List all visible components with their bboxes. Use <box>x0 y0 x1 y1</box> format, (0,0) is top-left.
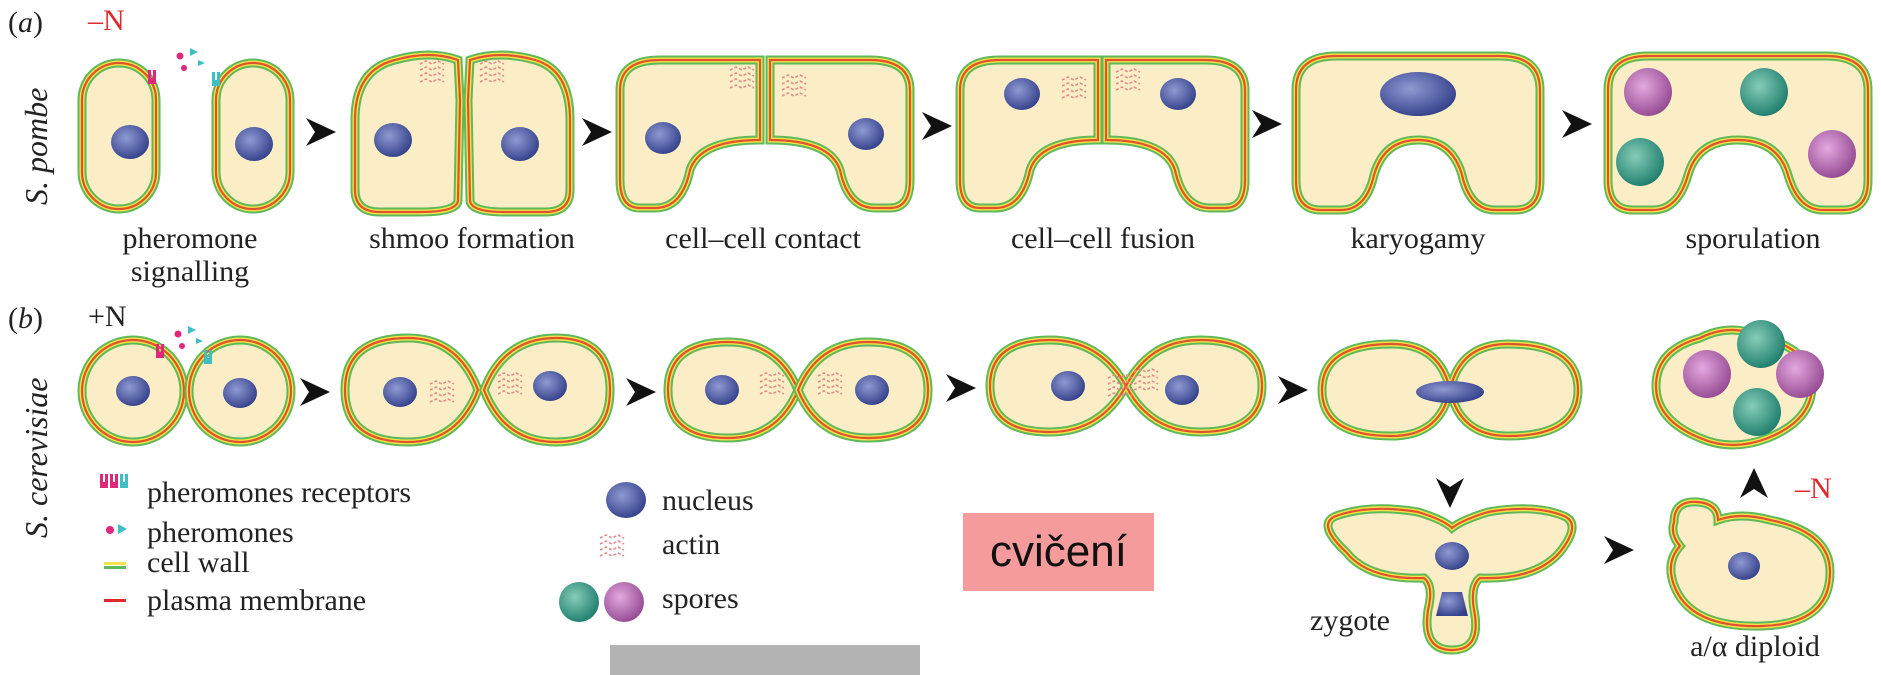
nucleus-icon <box>116 376 150 406</box>
nucleus-icon <box>374 123 412 157</box>
nucleus-icon <box>848 118 884 150</box>
pheromone-receptor-icon <box>100 474 108 488</box>
stage-label-cell-cell-fusion: cell–cell fusion <box>1011 222 1195 255</box>
nucleus-icon <box>383 377 417 407</box>
exercise-stamp: cvičení <box>963 513 1154 591</box>
arrow-icon <box>1278 376 1308 404</box>
actin-filament <box>600 553 624 556</box>
arrow-icon <box>300 378 330 406</box>
pheromones-icon <box>177 53 184 60</box>
pheromones-icon <box>179 343 185 349</box>
arrow-icon <box>306 118 336 146</box>
nucleus-icon <box>1160 78 1196 110</box>
stage-label-pheromone-signalling: pheromone signalling <box>90 222 290 288</box>
panel-b-species: S. cerevisiae <box>18 377 55 538</box>
nucleus-icon <box>235 127 273 161</box>
spore-pink-icon <box>1776 350 1824 398</box>
arrow-icon <box>922 112 952 140</box>
spore-pink-icon <box>1624 68 1672 116</box>
panel-b-close: ) <box>33 302 43 335</box>
pheromones-icon <box>181 65 187 71</box>
grey-overlay-bar <box>610 645 920 675</box>
panel-a-open: ( <box>8 6 18 39</box>
nucleus-icon <box>1380 72 1456 116</box>
spore-teal-icon <box>1740 68 1788 116</box>
plasma-membrane-icon <box>104 599 126 602</box>
legend-label-pheromones: pheromones <box>147 516 294 550</box>
legend-label-receptors: pheromones receptors <box>147 476 411 510</box>
nucleus-icon <box>1435 542 1469 570</box>
arrow-icon <box>626 378 656 406</box>
legend-label-actin: actin <box>662 528 720 562</box>
actin-filament <box>600 541 624 544</box>
arrow-icon <box>582 118 612 146</box>
spore-teal-icon <box>1737 320 1785 368</box>
spore-pink-icon <box>604 582 644 622</box>
nucleus-icon <box>111 125 149 159</box>
nucleus-icon <box>533 371 567 401</box>
panel-b-minus-n: –N <box>1795 472 1832 506</box>
actin-filament <box>600 547 624 550</box>
panel-a-tag: (a) <box>8 6 43 40</box>
cell-wall-icon <box>104 566 126 569</box>
nucleus-icon <box>1728 552 1760 580</box>
nucleus-icon <box>1051 371 1085 401</box>
legend-label-cell-wall: cell wall <box>147 546 249 580</box>
nucleus-icon <box>855 375 889 405</box>
zygote-label: zygote <box>1310 604 1390 637</box>
panel-a-species: S. pombe <box>18 88 55 205</box>
nucleus-icon <box>645 122 681 154</box>
panel-b-condition: +N <box>88 300 127 334</box>
panel-a-close: ) <box>33 6 43 39</box>
diploid-label: a/α diploid <box>1690 630 1820 663</box>
panel-a-letter: a <box>18 6 33 39</box>
pheromone-receptor-icon <box>212 72 220 86</box>
panel-b-letter: b <box>18 302 33 335</box>
arrow-up-icon <box>1740 468 1768 498</box>
arrow-icon <box>1252 110 1282 138</box>
nucleus-icon <box>1004 78 1040 110</box>
actin-filament <box>600 535 624 538</box>
pheromones-icon <box>188 326 196 334</box>
legend-label-plasma-membrane: plasma membrane <box>147 584 366 618</box>
spore-teal-icon <box>1616 138 1664 186</box>
arrow-down-icon <box>1436 478 1464 508</box>
pheromones-icon <box>190 48 198 56</box>
nucleus-icon <box>705 375 739 405</box>
nucleus-icon <box>501 127 539 161</box>
nucleus-icon <box>1416 381 1484 403</box>
stage-label-sporulation: sporulation <box>1686 222 1821 255</box>
cell-wall-icon <box>104 562 126 565</box>
panel-b-open: ( <box>8 302 18 335</box>
pheromones-icon <box>118 524 127 534</box>
nucleus-icon <box>1165 375 1199 405</box>
spore-teal-icon <box>559 582 599 622</box>
spore-pink-icon <box>1683 350 1731 398</box>
arrow-icon <box>1604 536 1634 564</box>
nucleus-icon <box>223 378 257 408</box>
pheromone-receptor-icon <box>120 474 128 488</box>
stage-label-shmoo-formation: shmoo formation <box>369 222 575 255</box>
arrow-icon <box>1562 110 1592 138</box>
actin-icon <box>600 535 624 556</box>
pheromones-icon <box>198 60 205 66</box>
spore-teal-icon <box>1733 388 1781 436</box>
cell-contact-right <box>770 60 910 208</box>
stage-label-cell-cell-contact: cell–cell contact <box>665 222 861 255</box>
spore-pink-icon <box>1808 130 1856 178</box>
cell-contact-left <box>620 60 760 208</box>
pheromone-receptor-icon <box>110 474 118 488</box>
panel-b-tag: (b) <box>8 302 43 336</box>
panel-a-condition: –N <box>88 4 125 38</box>
legend-label-spores: spores <box>662 582 739 616</box>
nucleus-icon <box>606 482 646 518</box>
pheromones-icon <box>196 338 203 344</box>
legend-label-nucleus: nucleus <box>662 484 754 518</box>
stage-label-karyogamy: karyogamy <box>1351 222 1486 255</box>
arrow-icon <box>946 374 976 402</box>
pheromones-icon <box>175 331 182 338</box>
pheromones-icon <box>106 526 114 534</box>
